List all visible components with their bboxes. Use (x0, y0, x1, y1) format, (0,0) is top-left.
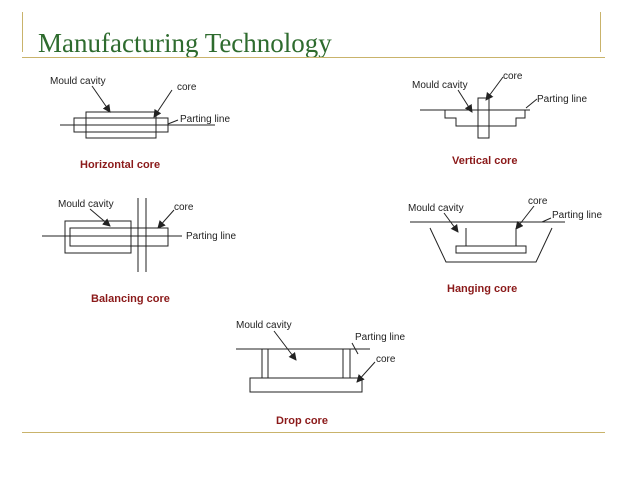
title-divider (22, 57, 605, 58)
slide-title: Manufacturing Technology (38, 28, 332, 58)
mould-cavity-leader (91, 85, 111, 113)
footer-divider (22, 432, 605, 433)
core-leader (153, 89, 173, 118)
parting-line-leader (351, 342, 359, 355)
core-label: core (174, 202, 194, 213)
right-accent-line (600, 12, 601, 52)
core (69, 227, 169, 247)
horizontal-core-diagram: Mould cavity core Parting line (50, 76, 230, 139)
mould-cavity-leader (273, 330, 297, 361)
core-leader (157, 209, 175, 229)
core (455, 245, 527, 254)
parting-line-label: Parting line (537, 94, 587, 105)
parting-line-leader (167, 119, 179, 125)
mould-cavity (64, 220, 132, 254)
mould-cavity-label: Mould cavity (236, 320, 292, 331)
mould-cavity-label: Mould cavity (412, 80, 468, 91)
hanging-core-diagram: Mould cavity core Parting line (408, 196, 602, 263)
left-accent-line (22, 12, 23, 52)
parting-line-label: Parting line (180, 114, 230, 125)
core-leader (485, 76, 504, 101)
core-label: core (503, 71, 523, 82)
balancing-core-diagram: Mould cavity core Parting line (42, 198, 236, 272)
mould-cavity-leader (443, 212, 459, 233)
parting-line-label: Parting line (355, 332, 405, 343)
parting-line-label: Parting line (552, 210, 602, 221)
caption-drop-core: Drop core (276, 415, 328, 427)
mould-cavity-label: Mould cavity (58, 199, 114, 210)
mould-cavity (429, 227, 553, 263)
parting-line-label: Parting line (186, 231, 236, 242)
core-leader (515, 205, 535, 230)
core (249, 377, 363, 393)
parting-line-leader (525, 98, 538, 109)
mould-cavity (444, 110, 526, 127)
core (73, 117, 169, 133)
vertical-core-diagram: Mould cavity core Parting line (412, 71, 587, 139)
core-label: core (528, 196, 548, 207)
mould-cavity-leader (457, 89, 473, 113)
core-leader (356, 361, 376, 383)
caption-vertical-core: Vertical core (452, 155, 518, 167)
mould-cavity (85, 111, 157, 139)
core (477, 97, 490, 139)
caption-horizontal-core: Horizontal core (80, 159, 161, 171)
core-label: core (376, 354, 396, 365)
drop-core-diagram: Mould cavity Parting line core (236, 320, 405, 393)
caption-hanging-core: Hanging core (447, 283, 518, 295)
core-label: core (177, 82, 197, 93)
mould-cavity-leader (89, 208, 111, 227)
mould-cavity-label: Mould cavity (408, 203, 464, 214)
caption-balancing-core: Balancing core (91, 293, 170, 305)
parting-line-leader (541, 217, 552, 223)
mould-cavity-label: Mould cavity (50, 76, 106, 87)
